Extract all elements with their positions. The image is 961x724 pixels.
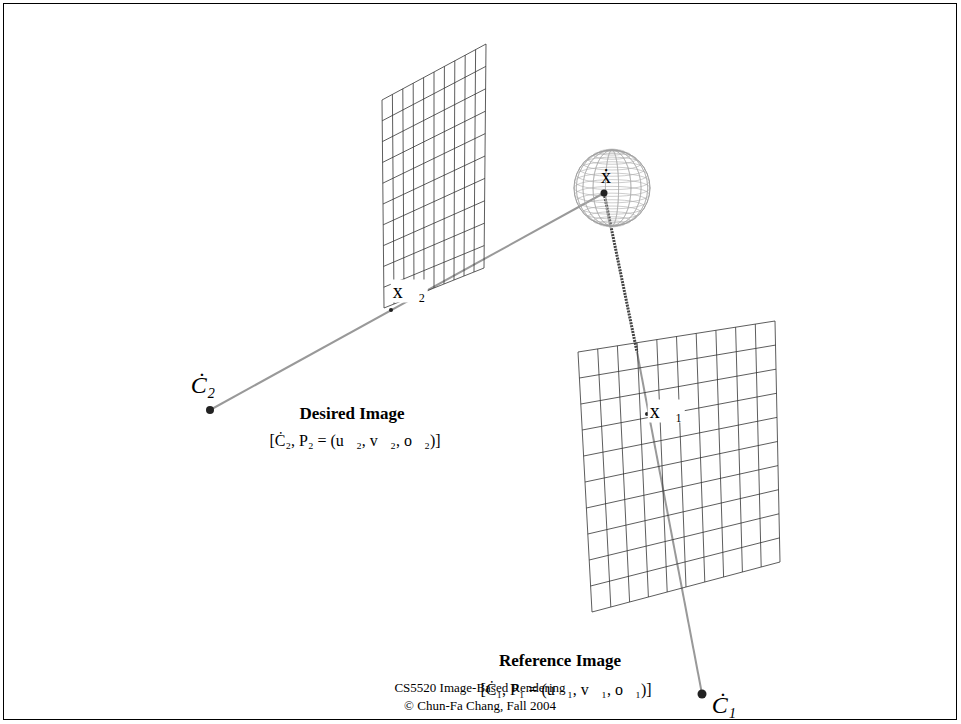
sphere-longitude <box>583 150 641 226</box>
camera-label: Ċ₁ <box>712 692 736 720</box>
camera-formula: [Ċ₂, P₂ = (u⃗₂, v⃗₂, o⃗₂)] <box>269 432 440 450</box>
sphere-longitude <box>593 150 631 226</box>
point-label: x⃗₁ <box>648 400 685 423</box>
grid-line <box>585 442 778 483</box>
point-label: x⃗₂ <box>391 280 428 303</box>
points <box>206 190 707 699</box>
grid-line <box>586 466 778 508</box>
ray-desired <box>210 193 604 410</box>
sphere-longitude <box>576 150 647 226</box>
grid-line <box>589 514 779 560</box>
grid-line <box>736 327 743 572</box>
image-title: Desired Image <box>300 404 405 424</box>
camera-center-1 <box>698 690 707 699</box>
sphere-latitude <box>575 173 650 189</box>
grid-line <box>464 55 465 276</box>
grid-line <box>384 268 484 308</box>
sphere-longitude <box>605 150 618 226</box>
sphere-longitude <box>574 150 650 226</box>
camera-center-2 <box>206 406 214 414</box>
grid-line <box>716 330 724 577</box>
grid-line <box>444 66 445 284</box>
sphere-longitude <box>583 150 641 226</box>
grid-line <box>591 538 780 586</box>
grid-line <box>384 223 485 266</box>
sphere-latitude <box>574 180 650 197</box>
ray-reference <box>637 352 702 694</box>
sphere-latitude <box>579 200 645 214</box>
sphere <box>574 149 650 227</box>
grid-line <box>383 178 485 224</box>
grid-line <box>454 61 456 280</box>
point-label: ẋ <box>601 165 611 188</box>
grid-line <box>588 490 779 534</box>
grid-line <box>484 44 486 268</box>
image-title: Reference Image <box>499 651 621 671</box>
sphere-latitude <box>575 186 650 202</box>
footer-text: © Chun-Fa Chang, Fall 2004 <box>404 699 556 714</box>
reference-image-plane <box>578 321 780 612</box>
grid-line <box>592 562 780 612</box>
sphere-longitude <box>605 150 618 226</box>
sphere-longitude <box>576 150 647 226</box>
grid-line <box>383 201 484 246</box>
point-x2 <box>389 308 393 312</box>
desired-image-plane <box>382 44 486 308</box>
grid-line <box>775 321 780 562</box>
frame-border <box>4 4 957 720</box>
point-x <box>601 190 608 197</box>
grid-line <box>755 324 761 567</box>
grid-line <box>474 50 476 272</box>
sphere-latitude <box>576 193 647 209</box>
sphere-longitude <box>593 150 631 226</box>
footer-text: CS5520 Image-Based Rendering <box>394 681 565 696</box>
camera-label: Ċ₂ <box>191 372 215 400</box>
grid-line <box>582 393 776 430</box>
grid-line <box>696 333 705 582</box>
sphere-outline <box>574 150 650 226</box>
rays <box>210 193 702 694</box>
grid-line <box>383 156 485 204</box>
